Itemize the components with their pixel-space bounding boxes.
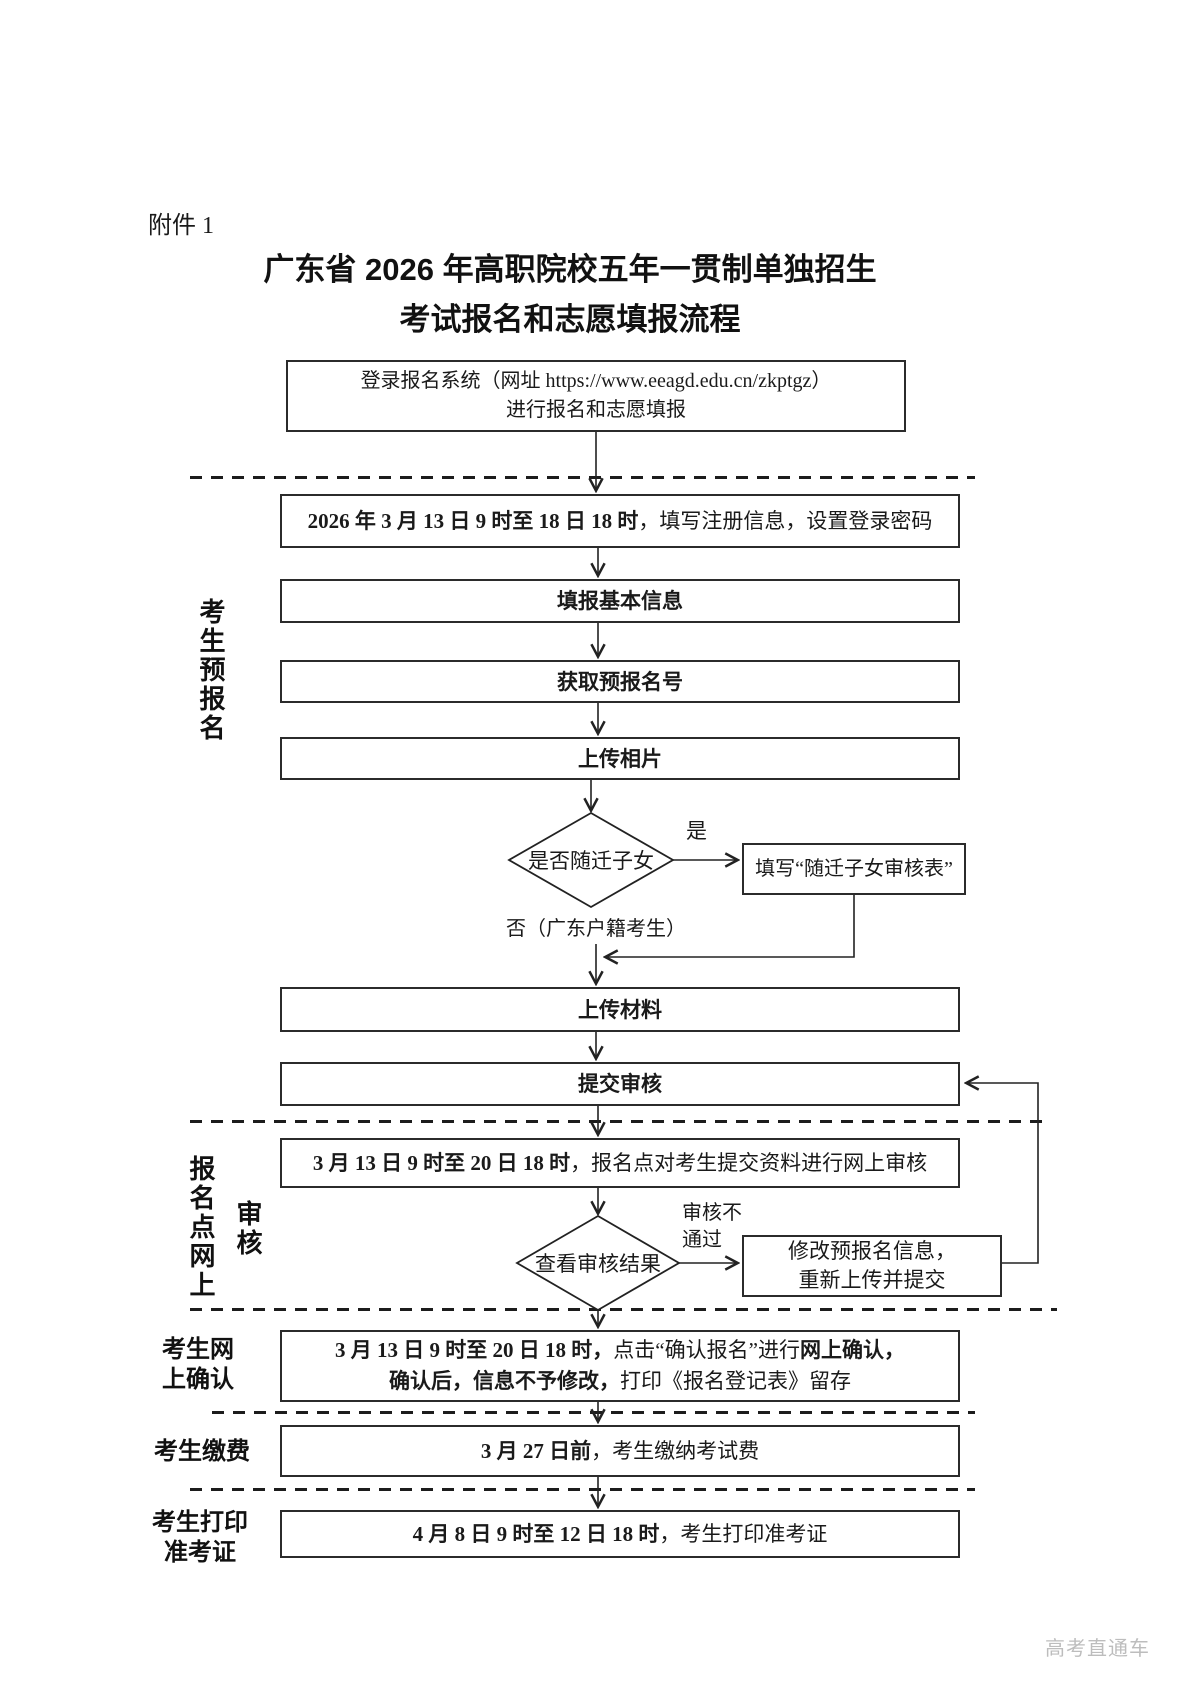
site-review-date: 3 月 13 日 9 时至 20 日 18 时 — [312, 1151, 571, 1175]
flow-box-print-ticket: 4 月 8 日 9 时至 12 日 18 时，考生打印准考证 — [280, 1510, 960, 1558]
stage-label-print: 考生打印 准考证 — [148, 1508, 252, 1568]
decision-migrant-text: 是否随迁子女 — [528, 849, 654, 873]
document-title-line2: 考试报名和志愿填报流程 — [399, 302, 741, 337]
confirm-line1: 3 月 13 日 9 时至 20 日 18 时，点击“确认报名”进行网上确认， — [335, 1335, 905, 1366]
stage-label-site-review: 报名点网上 — [186, 1155, 215, 1300]
dashed-separator-4 — [212, 1411, 975, 1414]
register-date: 2026 年 3 月 13 日 9 时至 18 日 18 时 — [307, 509, 639, 533]
site-review-desc: ，报名点对考生提交资料进行网上审核 — [570, 1151, 928, 1175]
login-line1: 登录报名系统（网址 https://www.eeagd.edu.cn/zkptg… — [360, 370, 832, 392]
confirm-l1-date: 3 月 13 日 9 时至 20 日 18 时， — [335, 1338, 614, 1362]
flow-box-basic-info: 填报基本信息 — [280, 579, 960, 623]
flow-box-register: 2026 年 3 月 13 日 9 时至 18 日 18 时，填写注册信息，设置… — [280, 494, 960, 548]
branch-label-yes: 是 — [686, 819, 707, 843]
confirm-l1-online: 网上确认， — [799, 1338, 905, 1362]
document-title: 广东省 2026 年高职院校五年一贯制单独招生 考试报名和志愿填报流程 — [110, 245, 1030, 345]
dashed-separator-1 — [190, 476, 975, 479]
dashed-separator-2 — [190, 1120, 1047, 1123]
stage-label-online-confirm-line2: 上确认 — [162, 1367, 234, 1393]
decision-checkresult-text: 查看审核结果 — [535, 1252, 661, 1276]
print-text: 4 月 8 日 9 时至 12 日 18 时，考生打印准考证 — [413, 1519, 828, 1549]
flow-box-online-confirm: 3 月 13 日 9 时至 20 日 18 时，点击“确认报名”进行网上确认， … — [280, 1330, 960, 1402]
pay-date: 3 月 27 日前 — [480, 1439, 592, 1463]
login-line2: 进行报名和志愿填报 — [506, 399, 686, 421]
pay-text: 3 月 27 日前，考生缴纳考试费 — [481, 1436, 759, 1466]
stage-label-pre-register: 考生预报名 — [196, 598, 225, 743]
document-title-line1: 广东省 2026 年高职院校五年一贯制单独招生 — [263, 252, 877, 287]
flow-box-login: 登录报名系统（网址 https://www.eeagd.edu.cn/zkptg… — [286, 360, 906, 432]
flow-box-pay-fee: 3 月 27 日前，考生缴纳考试费 — [280, 1425, 960, 1477]
attachment-label: 附件 1 — [148, 213, 214, 239]
stage-label-print-line1: 考生打印 — [152, 1510, 248, 1536]
stage-label-online-confirm: 考生网 上确认 — [148, 1335, 248, 1395]
confirm-l2-print: 打印《报名登记表》留存 — [620, 1369, 851, 1393]
pay-desc: ，考生缴纳考试费 — [591, 1439, 760, 1463]
confirm-l2-noedit: 确认后，信息不予修改， — [389, 1369, 620, 1393]
modify-line2: 重新上传并提交 — [798, 1268, 946, 1292]
stage-label-print-line2: 准考证 — [164, 1540, 236, 1566]
flow-box-modify-resubmit: 修改预报名信息， 重新上传并提交 — [742, 1235, 1002, 1297]
print-desc: ，考生打印准考证 — [659, 1522, 828, 1546]
flow-box-submit-review: 提交审核 — [280, 1062, 960, 1106]
branch-label-no: 否（广东户籍考生） — [506, 918, 686, 940]
flow-box-upload-materials: 上传材料 — [280, 987, 960, 1032]
confirm-line2: 确认后，信息不予修改，打印《报名登记表》留存 — [389, 1366, 851, 1397]
stage-label-online-confirm-line1: 考生网 — [162, 1337, 234, 1363]
flow-box-migrant-form: 填写“随迁子女审核表” — [742, 843, 966, 895]
register-desc: ，填写注册信息，设置登录密码 — [638, 509, 933, 533]
flow-box-site-review: 3 月 13 日 9 时至 20 日 18 时，报名点对考生提交资料进行网上审核 — [280, 1138, 960, 1188]
print-date: 4 月 8 日 9 时至 12 日 18 时 — [412, 1522, 660, 1546]
branch-label-review-fail: 审核不 通过 — [682, 1200, 742, 1254]
flow-box-pre-number: 获取预报名号 — [280, 660, 960, 703]
flow-box-upload-photo: 上传相片 — [280, 737, 960, 780]
site-review-text: 3 月 13 日 9 时至 20 日 18 时，报名点对考生提交资料进行网上审核 — [313, 1148, 927, 1178]
stage-label-review: 审核 — [233, 1200, 262, 1258]
stage-label-pay: 考生缴费 — [154, 1439, 250, 1465]
register-text: 2026 年 3 月 13 日 9 时至 18 日 18 时，填写注册信息，设置… — [308, 506, 933, 536]
review-fail-line2: 通过 — [682, 1229, 722, 1251]
modify-line1: 修改预报名信息， — [788, 1239, 956, 1263]
review-fail-line1: 审核不 — [682, 1202, 742, 1224]
watermark: 高考直通车 — [1045, 1638, 1150, 1660]
dashed-separator-5 — [190, 1488, 975, 1491]
confirm-l1-click: 点击“确认报名”进行 — [613, 1338, 800, 1362]
